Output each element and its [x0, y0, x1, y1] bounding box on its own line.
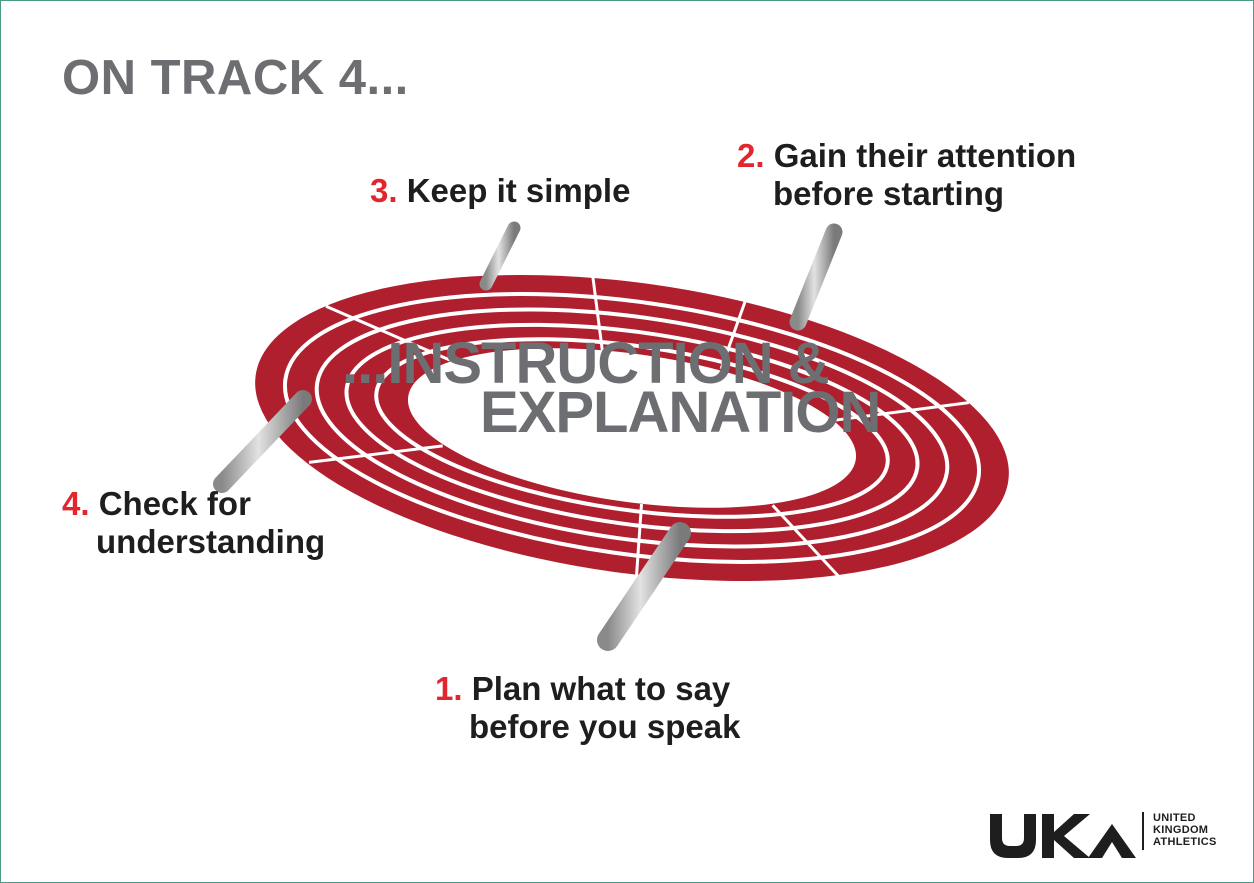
- step-text: before you speak: [469, 708, 741, 745]
- lane-line: [374, 337, 890, 519]
- step-number: 1.: [435, 670, 463, 707]
- step-text: Check for: [98, 485, 251, 522]
- step-number: 2.: [737, 137, 765, 174]
- logo-line: ATHLETICS: [1153, 836, 1217, 848]
- track-markings: [308, 275, 970, 578]
- step-2-label: 2. Gain their attention before starting: [737, 137, 1076, 213]
- baton-2: [789, 223, 843, 331]
- baton-1: [597, 522, 691, 651]
- step-3-label: 3. Keep it simple: [370, 172, 630, 210]
- step-text: Gain their attention: [773, 137, 1077, 174]
- lane-line: [282, 292, 982, 564]
- center-heading-line1: ...INSTRUCTION &: [342, 331, 830, 396]
- step-number: 3.: [370, 172, 398, 209]
- step-text: before starting: [773, 175, 1005, 212]
- step-text: understanding: [96, 523, 326, 560]
- step-1-label: 1. Plan what to say before you speak: [435, 670, 740, 746]
- slide-title: ON TRACK 4...: [62, 51, 409, 105]
- track-infield: [407, 348, 857, 508]
- relay-batons: [213, 221, 843, 651]
- step-number: 4.: [62, 485, 90, 522]
- step-text: Plan what to say: [471, 670, 731, 707]
- logo-divider: [1142, 812, 1144, 850]
- logo-line: UNITED: [1153, 812, 1196, 824]
- baton-4: [213, 390, 312, 493]
- step-4-label: 4. Check for understanding: [62, 485, 325, 561]
- uka-logo-mark: [990, 814, 1136, 858]
- step-text: Keep it simple: [406, 172, 631, 209]
- center-heading-line2: EXPLANATION: [480, 380, 881, 445]
- lane-line: [344, 322, 920, 534]
- baton-3: [479, 221, 521, 291]
- logo-line: KINGDOM: [1153, 824, 1209, 836]
- running-track: [255, 274, 1009, 582]
- uka-logo-text: UNITED KINGDOM ATHLETICS: [1153, 812, 1217, 848]
